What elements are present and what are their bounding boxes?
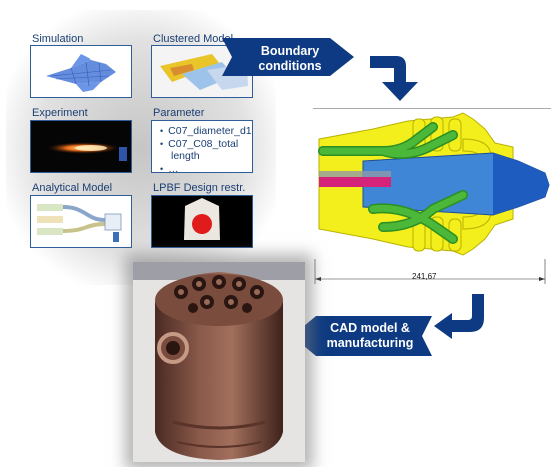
parameter-label: Parameter	[153, 107, 205, 119]
boundary-conditions-arrow	[222, 38, 354, 76]
boundary-conditions-line2: conditions	[258, 59, 322, 73]
parameter-item: C07_diameter_d1	[160, 125, 252, 138]
experiment-image	[30, 120, 132, 173]
simulation-image	[30, 45, 132, 98]
cad-manufacturing-line2: manufacturing	[326, 336, 414, 350]
clustered-model-label: Clustered Model	[153, 33, 234, 45]
parameter-box: C07_diameter_d1 C07_C08_total length …	[151, 120, 253, 173]
manufactured-part-photo	[133, 262, 305, 462]
lpbf-image	[151, 195, 253, 248]
experiment-label: Experiment	[32, 107, 88, 119]
cad-model-drawing	[313, 108, 551, 291]
analytical-model-image	[30, 195, 132, 248]
dimension-value: 241,67	[412, 272, 437, 281]
parameter-item: …	[160, 163, 252, 173]
boundary-conditions-line1: Boundary	[260, 44, 320, 58]
simulation-label: Simulation	[32, 33, 84, 45]
bent-arrow-down	[370, 56, 418, 101]
cad-manufacturing-arrow	[292, 316, 432, 356]
boundary-conditions-label: Boundary conditions	[236, 44, 344, 74]
bent-arrow-back	[434, 294, 484, 339]
lpbf-label: LPBF Design restr.	[153, 182, 246, 194]
analytical-model-label: Analytical Model	[32, 182, 113, 194]
parameter-item: C07_C08_total	[160, 138, 252, 151]
parameter-item-continued: length	[171, 150, 200, 162]
cad-manufacturing-label: CAD model & manufacturing	[312, 321, 428, 351]
cad-manufacturing-line1: CAD model &	[330, 321, 410, 335]
